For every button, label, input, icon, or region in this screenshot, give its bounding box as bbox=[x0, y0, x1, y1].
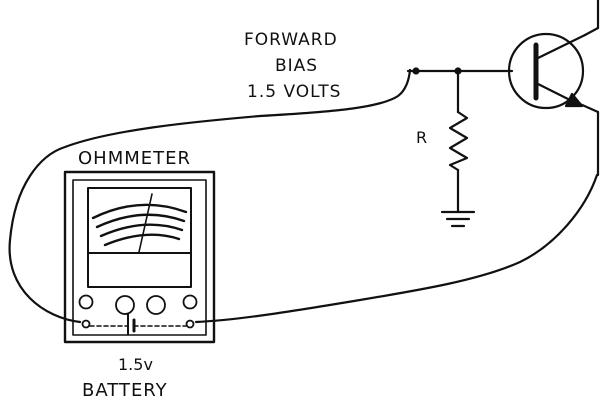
ohmmeter-label: OHMMETER bbox=[78, 148, 192, 169]
control-knob bbox=[147, 296, 165, 314]
terminal-left bbox=[83, 321, 90, 328]
meter-window bbox=[88, 188, 191, 287]
terminal-right bbox=[187, 321, 194, 328]
battery-voltage-label: 1.5v bbox=[118, 355, 153, 374]
test-lead-left bbox=[10, 70, 410, 322]
battery-label: BATTERY bbox=[82, 380, 168, 401]
bias-label-line2: BIAS bbox=[275, 56, 319, 76]
resistor-symbol bbox=[450, 112, 467, 170]
transistor-body bbox=[509, 34, 583, 108]
meter-needle bbox=[139, 194, 152, 252]
transistor-collector bbox=[538, 35, 585, 58]
control-knob bbox=[184, 296, 197, 309]
emitter-lead bbox=[580, 104, 598, 112]
bias-label-line1: FORWARD bbox=[244, 30, 338, 50]
meter-scale-arc bbox=[105, 235, 179, 245]
bias-label-line3: 1.5 VOLTS bbox=[247, 82, 342, 102]
meter-scale-arc bbox=[93, 205, 186, 218]
control-knob bbox=[80, 296, 93, 309]
meter-scale-arc bbox=[97, 215, 184, 227]
collector-lead bbox=[585, 28, 598, 35]
emitter-arrow-icon bbox=[566, 94, 582, 106]
junction-dot bbox=[414, 69, 419, 74]
ohmmeter-bezel bbox=[73, 180, 206, 335]
resistor-label: R bbox=[416, 128, 429, 147]
ohmmeter-case bbox=[65, 172, 214, 342]
control-knob bbox=[116, 296, 134, 314]
meter-scale-arc bbox=[101, 225, 182, 236]
test-lead-right bbox=[196, 175, 597, 322]
